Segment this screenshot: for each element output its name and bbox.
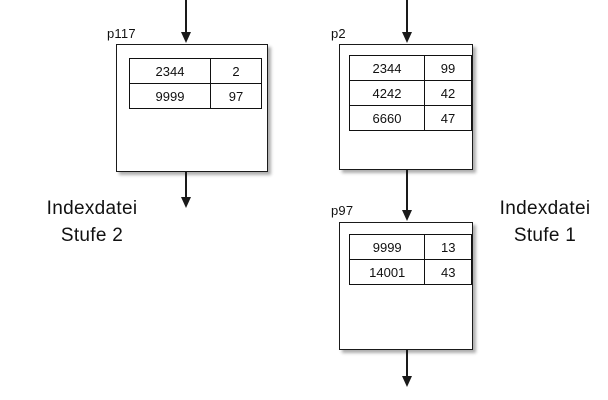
arrow-shaft [185,0,187,34]
caption-level-1-line2: Stufe 1 [513,224,577,246]
node-box-p2[interactable]: 2344 99 4242 42 6660 47 [339,44,473,170]
entry-key: 4242 [349,80,425,106]
entry-key: 2344 [349,55,425,81]
table-row[interactable]: 2344 99 [349,55,472,81]
entry-pointer: 99 [424,55,472,81]
table-row[interactable]: 9999 13 [348,234,472,260]
entry-key: 2344 [129,58,211,84]
caption-level-2-line1: Indexdatei [46,198,138,219]
entry-key: 6660 [349,105,425,131]
arrow-head-icon [180,32,191,43]
arrow-head-icon [401,32,412,43]
entry-table-p2: 2344 99 4242 42 6660 47 [349,55,472,131]
entry-table-p117: 2344 2 9999 97 [129,58,262,109]
arrow-shaft [406,0,408,34]
node-box-p97[interactable]: 9999 13 14001 43 [339,222,473,350]
entry-key: 9999 [348,234,426,260]
table-row[interactable]: 9999 97 [129,83,262,109]
node-label-p97: p97 [331,203,354,218]
caption-level-1: Indexdatei Stufe 1 [490,196,600,250]
entry-pointer: 47 [424,105,472,131]
node-label-p2: p2 [331,26,346,41]
caption-level-2-line2: Stufe 2 [60,224,124,246]
entry-table-p97: 9999 13 14001 43 [348,234,472,285]
entry-pointer: 43 [424,259,472,285]
arrow-head-icon [401,210,412,221]
entry-key: 9999 [129,83,211,109]
arrow-shaft [406,350,408,378]
table-row[interactable]: 14001 43 [348,259,472,285]
entry-pointer: 2 [210,58,262,84]
arrow-shaft [185,172,187,199]
table-row[interactable]: 2344 2 [129,58,262,84]
node-label-p117: p117 [107,26,136,41]
entry-pointer: 13 [424,234,472,260]
arrow-shaft [406,170,408,212]
node-box-p117[interactable]: 2344 2 9999 97 [116,44,268,172]
caption-level-1-line1: Indexdatei [499,198,591,219]
arrow-head-icon [180,197,191,208]
entry-pointer: 42 [424,80,472,106]
table-row[interactable]: 4242 42 [349,80,472,106]
arrow-head-icon [401,376,412,387]
caption-level-2: Indexdatei Stufe 2 [22,196,162,250]
entry-key: 14001 [348,259,426,285]
table-row[interactable]: 6660 47 [349,105,472,131]
entry-pointer: 97 [210,83,262,109]
